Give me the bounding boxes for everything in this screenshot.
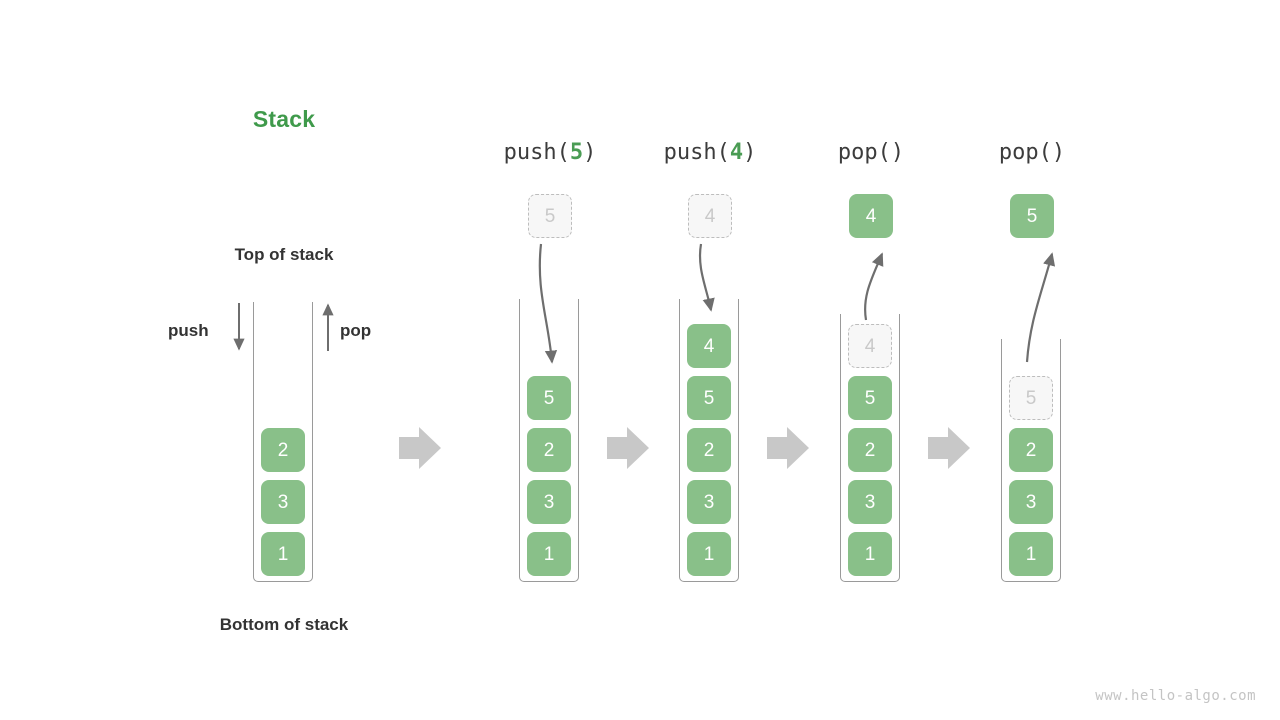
operation-close-paren: ): [743, 140, 757, 165]
stack-element: 3: [1009, 480, 1053, 524]
bottom-of-stack-label: Bottom of stack: [219, 615, 349, 634]
operation-name: push(: [663, 140, 730, 165]
flow-arrow-2: [607, 427, 649, 469]
operation-close-paren: ): [583, 140, 597, 165]
stack-element: 5: [1009, 376, 1053, 420]
stack-element: 4: [848, 324, 892, 368]
operation-label-push-5: push(5): [490, 140, 610, 165]
operation-name: push(: [503, 140, 570, 165]
stack-column-initial: 2 3 1: [224, 0, 344, 720]
stack-element: 5: [848, 376, 892, 420]
stack-element: 3: [261, 480, 305, 524]
pop-label: pop: [340, 321, 372, 340]
operation-label-pop-2: pop(): [972, 140, 1092, 165]
popped-element-5: 5: [1010, 194, 1054, 238]
push-label: push: [168, 321, 209, 340]
stack-element: 2: [261, 428, 305, 472]
stack-element: 2: [848, 428, 892, 472]
stack-column-pop-1: pop() 4 4 5 2 3 1: [811, 0, 931, 720]
stack-element: 3: [848, 480, 892, 524]
operation-argument: 5: [569, 140, 584, 165]
stack-element: 5: [527, 376, 571, 420]
stack-column-pop-2: pop() 5 5 2 3 1: [972, 0, 1092, 720]
operation-close-paren: ): [1051, 140, 1066, 165]
stack-element: 5: [687, 376, 731, 420]
operation-argument: 4: [729, 140, 744, 165]
flow-arrow-1: [399, 427, 441, 469]
flow-arrow-3: [767, 427, 809, 469]
operation-label-push-4: push(4): [650, 140, 770, 165]
page-title: Stack: [252, 106, 316, 132]
stack-element: 1: [1009, 532, 1053, 576]
stack-element: 2: [527, 428, 571, 472]
operation-label-pop-1: pop(): [811, 140, 931, 165]
flow-arrow-4: [928, 427, 970, 469]
popped-element-4: 4: [849, 194, 893, 238]
operation-name: pop(: [837, 140, 891, 165]
stack-element: 4: [687, 324, 731, 368]
stack-element: 3: [687, 480, 731, 524]
stack-element: 2: [1009, 428, 1053, 472]
stack-element: 3: [527, 480, 571, 524]
operation-close-paren: ): [890, 140, 905, 165]
operation-name: pop(: [998, 140, 1052, 165]
stack-element: 2: [687, 428, 731, 472]
stack-element: 1: [848, 532, 892, 576]
incoming-element-5: 5: [528, 194, 572, 238]
top-of-stack-label: Top of stack: [234, 245, 334, 264]
stack-element: 1: [527, 532, 571, 576]
stack-element: 1: [261, 532, 305, 576]
watermark: www.hello-algo.com: [1095, 688, 1256, 704]
incoming-element-4: 4: [688, 194, 732, 238]
stack-element: 1: [687, 532, 731, 576]
